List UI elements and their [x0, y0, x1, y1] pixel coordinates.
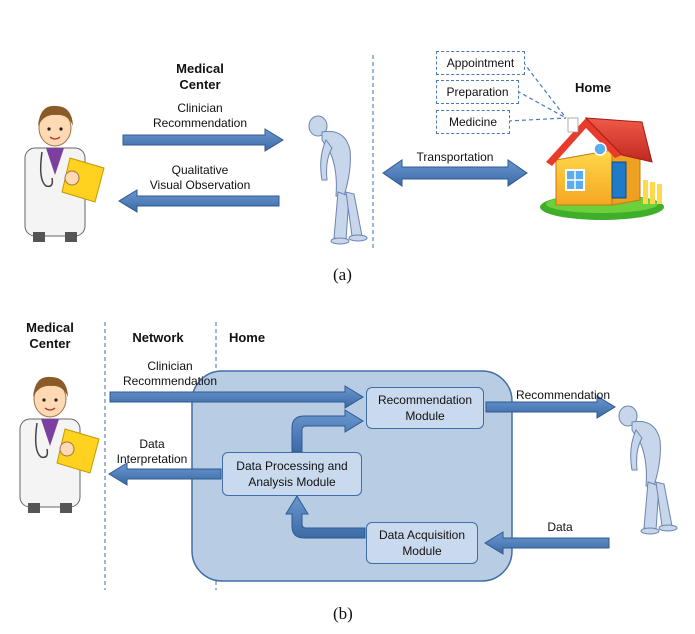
clinician-recommendation-label-b: Clinician Recommendation	[122, 359, 218, 388]
arrow-acquisition-to-processing	[285, 495, 366, 539]
arrow-clinician-recommendation-b	[109, 385, 364, 409]
house-illustration	[540, 117, 664, 220]
arrow-clinician-recommendation-a	[122, 128, 284, 152]
caption-a: (a)	[333, 265, 352, 284]
patient-figure-a	[308, 115, 368, 245]
arrow-recommendation-out-b	[485, 395, 616, 419]
recommendation-module: Recommendation Module	[366, 387, 484, 429]
clinician-figure-b	[19, 376, 100, 513]
data-label-b: Data	[547, 520, 573, 534]
qualitative-observation-label-a: Qualitative Visual Observation	[149, 163, 251, 192]
home-item-appointment: Appointment	[436, 51, 525, 75]
home-header-a: Home	[574, 80, 612, 95]
clinician-recommendation-label-a: Clinician Recommendation	[152, 101, 248, 130]
arrow-qualitative-observation-a	[118, 189, 280, 213]
caption-b: (b)	[333, 604, 353, 623]
home-item-preparation: Preparation	[436, 80, 519, 104]
data-acquisition-module: Data Acquisition Module	[366, 522, 478, 564]
medical-center-header-a: Medical Center	[176, 61, 224, 92]
patient-figure-b	[618, 405, 678, 535]
data-interpretation-label: Data Interpretation	[116, 437, 188, 466]
network-header: Network	[132, 330, 184, 345]
medical-center-header-b: Medical Center	[26, 320, 74, 351]
recommendation-label-b: Recommendation	[515, 388, 611, 402]
home-item-medicine: Medicine	[436, 110, 510, 134]
home-header-b: Home	[228, 330, 266, 345]
arrow-processing-to-recommendation	[291, 409, 364, 453]
data-processing-module: Data Processing and Analysis Module	[222, 452, 362, 496]
arrow-data-interpretation-b	[108, 462, 222, 486]
home-item-connectors	[507, 61, 567, 122]
clinician-figure-a	[24, 105, 105, 242]
arrow-data-in-b	[484, 531, 610, 555]
transportation-label: Transportation	[416, 150, 494, 164]
arrow-transportation-a	[382, 159, 528, 187]
